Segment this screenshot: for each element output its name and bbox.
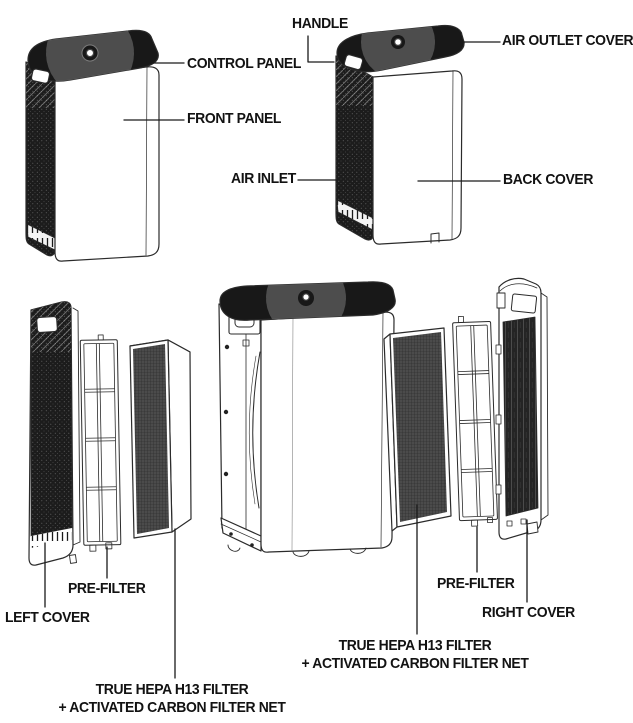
exploded-right-cover — [495, 277, 549, 540]
left-unit-handle-cutout — [30, 68, 51, 84]
label-hepa-filter-right: TRUE HEPA H13 FILTER + ACTIVATED CARBON … — [301, 637, 528, 673]
exploded-hepa-filter-right — [383, 327, 452, 532]
label-hepa-right-line1: TRUE HEPA H13 FILTER — [338, 637, 492, 654]
label-air-outlet-cover: AIR OUTLET COVER — [502, 32, 633, 49]
front-view-unit — [25, 29, 160, 262]
back-view-unit — [335, 24, 465, 245]
label-handle: HANDLE — [292, 15, 348, 32]
exploded-pre-filter-left — [79, 334, 122, 552]
front-panel-face — [54, 66, 160, 262]
label-control-panel: CONTROL PANEL — [187, 55, 302, 72]
exploded-left-cover — [28, 301, 81, 566]
exploded-hepa-filter-left — [129, 339, 192, 539]
label-left-cover: LEFT COVER — [5, 609, 90, 626]
main-unit-front-face — [260, 311, 395, 553]
leader-handle — [307, 35, 335, 63]
label-back-cover: BACK COVER — [503, 171, 594, 188]
label-pre-filter-right: PRE-FILTER — [437, 575, 515, 592]
label-front-panel: FRONT PANEL — [187, 110, 282, 127]
right-unit-handle-cutout — [343, 54, 364, 71]
label-pre-filter-left: PRE-FILTER — [68, 580, 146, 597]
label-hepa-filter-left: TRUE HEPA H13 FILTER + ACTIVATED CARBON … — [58, 681, 285, 717]
label-right-cover: RIGHT COVER — [482, 604, 575, 621]
label-hepa-right-line2: + ACTIVATED CARBON FILTER NET — [301, 655, 529, 672]
back-cover-notch — [430, 232, 440, 244]
exploded-main-unit — [218, 281, 396, 557]
label-hepa-left-line1: TRUE HEPA H13 FILTER — [95, 681, 249, 698]
left-cover-handle-cutout — [36, 315, 58, 334]
right-cover-handle-recess — [510, 293, 538, 314]
back-cover-face — [372, 70, 463, 245]
leader-lines — [44, 35, 528, 679]
exploded-pre-filter-right — [452, 315, 498, 527]
label-hepa-left-line2: + ACTIVATED CARBON FILTER NET — [58, 699, 286, 716]
label-air-inlet: AIR INLET — [231, 170, 296, 187]
